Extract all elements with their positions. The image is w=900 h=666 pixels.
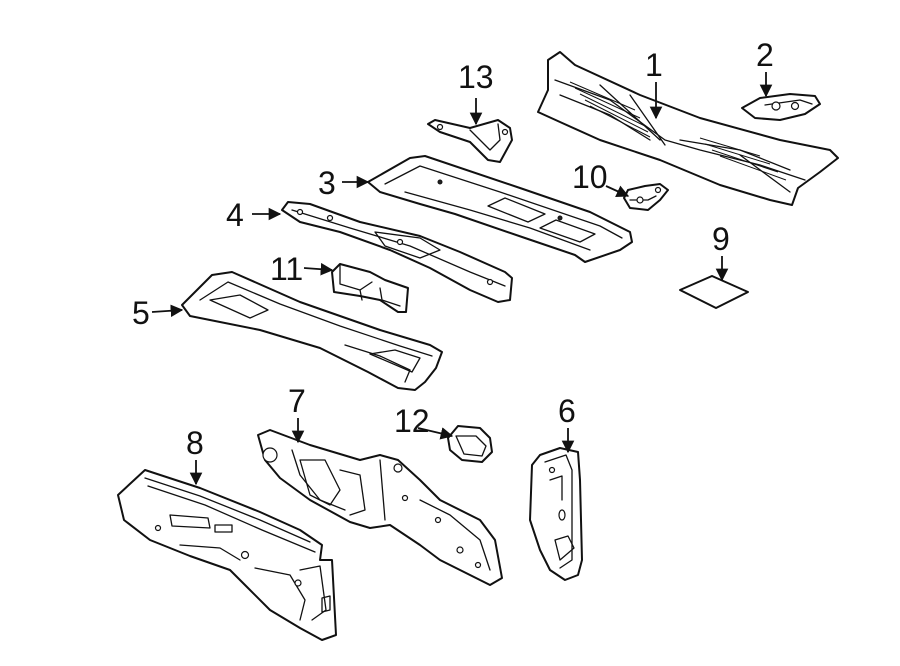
part-9-pad[interactable] xyxy=(679,275,749,309)
part-2-bracket[interactable] xyxy=(741,93,821,121)
callout-12: 12 xyxy=(394,403,430,439)
part-12-cap[interactable] xyxy=(447,425,493,463)
callout-8: 8 xyxy=(186,425,204,461)
leader-5 xyxy=(151,304,184,318)
callout-10: 10 xyxy=(572,159,608,195)
part-8-dash-lower[interactable] xyxy=(117,469,337,641)
callout-11: 11 xyxy=(270,251,303,287)
callout-leaders xyxy=(151,72,773,486)
part-13-support[interactable] xyxy=(427,119,513,163)
callout-5: 5 xyxy=(132,295,150,331)
callout-labels: 1 2 3 4 5 6 7 8 9 10 11 12 13 xyxy=(132,37,774,461)
part-4-cross-member[interactable] xyxy=(281,201,513,303)
part-10-bracket[interactable] xyxy=(623,183,669,211)
callout-1: 1 xyxy=(645,47,663,83)
callout-4: 4 xyxy=(226,197,244,233)
part-7-dash-panel[interactable] xyxy=(257,429,503,586)
callout-9: 9 xyxy=(712,221,730,257)
part-5-dash-upper[interactable] xyxy=(181,271,443,391)
callout-6: 6 xyxy=(558,393,576,429)
leader-11 xyxy=(303,262,334,276)
callout-7: 7 xyxy=(288,383,306,419)
callout-2: 2 xyxy=(756,37,774,73)
part-1-cowl-grille[interactable] xyxy=(537,51,839,206)
callout-3: 3 xyxy=(318,165,336,201)
part-3-cowl-top[interactable] xyxy=(367,155,633,263)
part-11-insulator[interactable] xyxy=(331,263,409,313)
part-6-side-panel[interactable] xyxy=(529,447,583,581)
callout-13: 13 xyxy=(458,59,494,95)
leader-12 xyxy=(417,427,454,440)
leader-10 xyxy=(605,185,630,198)
